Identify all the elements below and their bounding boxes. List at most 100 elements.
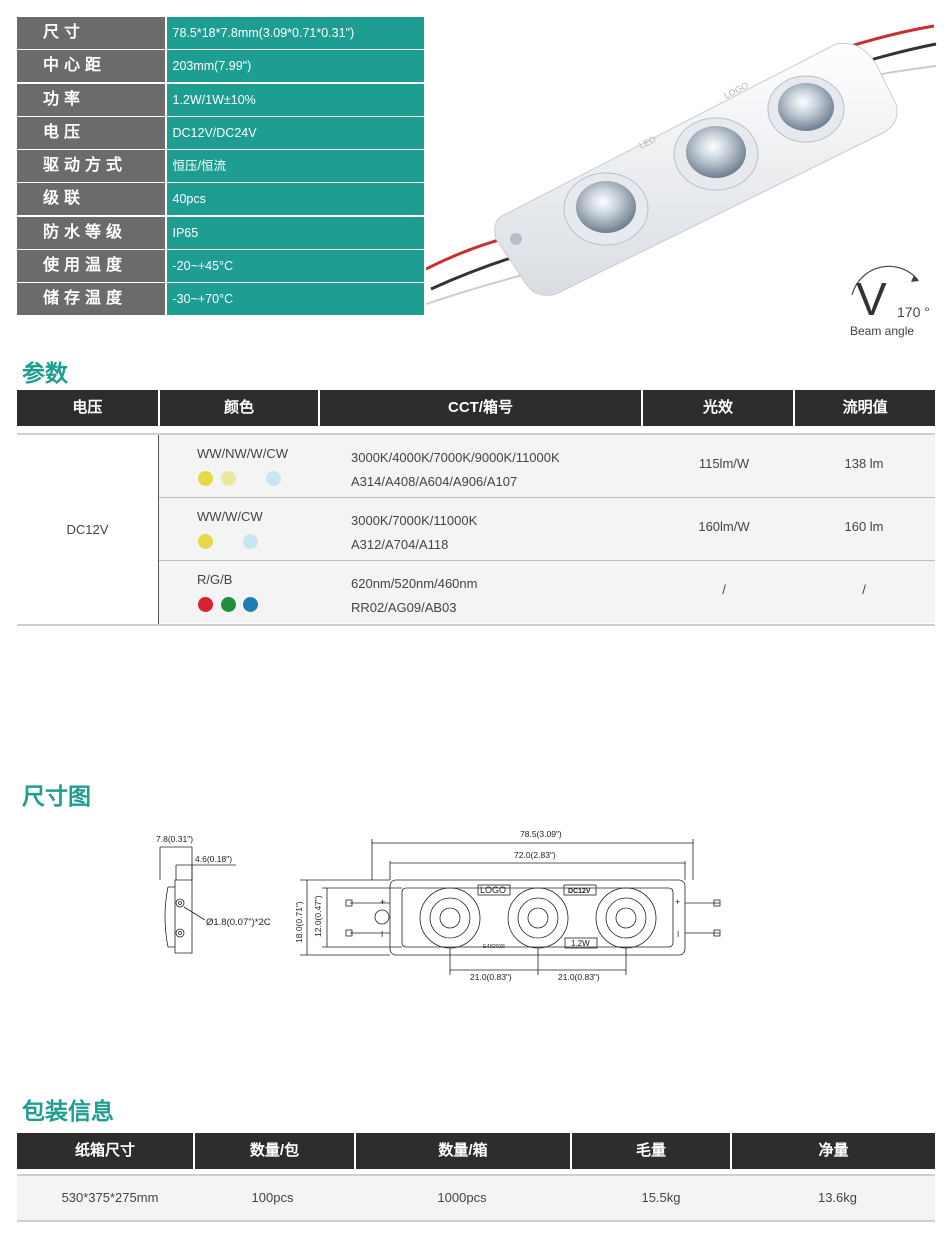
bin-value: RR02/AG09/AB03 — [351, 600, 457, 615]
spec-label: 储存温度 — [17, 283, 165, 316]
spec-value: 40pcs — [166, 183, 424, 216]
color-dot — [198, 471, 213, 486]
spec-value: DC12V/DC24V — [166, 116, 424, 149]
plus-mark: + — [675, 897, 680, 907]
bin-value: A312/A704/A118 — [351, 537, 449, 552]
dim-inner-height: 12.0(0.47") — [313, 895, 323, 937]
color-dot — [243, 597, 258, 612]
net-weight: 13.6kg — [817, 1190, 858, 1205]
spec-value: IP65 — [166, 216, 424, 249]
efficacy-value: 160lm/W — [698, 519, 750, 534]
dim-inner: 4.6(0.18") — [195, 854, 232, 864]
cct-value: 620nm/520nm/460nm — [351, 576, 478, 591]
color-name: WW/NW/W/CW — [197, 446, 288, 461]
spec-row: 储存温度-30~+70°C — [17, 283, 424, 316]
dimensions-title: 尺寸图 — [22, 783, 91, 809]
color-name: WW/W/CW — [197, 509, 263, 524]
header-cell: 纸箱尺寸 — [17, 1133, 193, 1169]
efficacy-value: 115lm/W — [698, 456, 750, 471]
efficacy-value: / — [722, 582, 726, 597]
qty-per-bag: 100pcs — [251, 1190, 294, 1205]
spec-label: 使用温度 — [17, 250, 165, 283]
header-cell: 毛量 — [572, 1133, 730, 1169]
power-tag: 1.2W — [571, 939, 590, 948]
spec-label: 驱动方式 — [17, 150, 165, 183]
table-row: 530*375*275mm 100pcs 1000pcs 15.5kg 13.6… — [17, 1174, 935, 1222]
color-name: R/G/B — [197, 572, 233, 587]
table-row: WW/W/CW 3000K/7000K/11000K A312/A704/A118… — [159, 498, 935, 561]
spec-value: 1.2W/1W±10% — [166, 83, 424, 116]
header-cell: 净量 — [732, 1133, 935, 1169]
voltage-cell: DC12V — [17, 435, 159, 624]
color-dot — [198, 597, 213, 612]
spec-value: -20~+45°C — [166, 250, 424, 283]
params-title: 参数 — [22, 360, 68, 386]
beam-degree: 170 ° — [897, 304, 930, 320]
dim-pitch-2: 21.0(0.83") — [558, 972, 600, 982]
spec-value: 78.5*18*7.8mm(3.09*0.71*0.31") — [166, 17, 424, 49]
params-table: 电压 颜色 CCT/箱号 光效 流明值 DC12V WW/NW/W/CW 300… — [17, 390, 935, 626]
color-dot — [220, 471, 236, 486]
dim-length: 78.5(3.09") — [520, 829, 562, 839]
dim-thickness: 7.8(0.31") — [156, 834, 193, 844]
color-dots — [198, 534, 266, 549]
dim-inner-length: 72.0(2.83") — [514, 850, 556, 860]
led-module-photo: LED LOGO — [426, 24, 937, 305]
spec-label: 尺寸 — [17, 17, 165, 49]
qty-per-carton: 1000pcs — [437, 1190, 487, 1205]
header-cell: CCT/箱号 — [320, 390, 641, 426]
packing-table: 纸箱尺寸 数量/包 数量/箱 毛量 净量 530*375*275mm 100pc… — [17, 1133, 935, 1222]
plus-mark: + — [380, 897, 385, 907]
spec-row: 驱动方式恒压/恒流 — [17, 150, 424, 183]
header-cell: 流明值 — [795, 390, 935, 426]
bin-value: A314/A408/A604/A906/A107 — [351, 474, 518, 489]
color-dot — [243, 471, 258, 486]
header-cell: 颜色 — [159, 390, 319, 426]
header-cell: 数量/箱 — [356, 1133, 570, 1169]
lumen-value: 160 lm — [844, 519, 884, 534]
spec-label: 防水等级 — [17, 216, 165, 249]
header-cell: 光效 — [642, 390, 794, 426]
dim-height: 18.0(0.71") — [294, 901, 304, 943]
spec-value: 203mm(7.99") — [166, 50, 424, 83]
spec-value: 恒压/恒流 — [166, 150, 424, 183]
minus-mark: I — [381, 930, 383, 939]
color-dots — [198, 597, 266, 612]
dim-pitch-1: 21.0(0.83") — [470, 972, 512, 982]
cct-value: 3000K/4000K/7000K/9000K/11000K — [351, 450, 560, 465]
params-body: DC12V WW/NW/W/CW 3000K/4000K/7000K/9000K… — [17, 433, 935, 626]
spec-label: 电压 — [17, 116, 165, 149]
carton-size: 530*375*275mm — [61, 1190, 159, 1205]
spec-label: 功率 — [17, 83, 165, 116]
color-dot — [243, 534, 258, 549]
spec-label: 中心距 — [17, 50, 165, 83]
lumen-value: / — [862, 582, 866, 597]
dim-hole: Ø1.8(0.07")*2C — [206, 917, 271, 928]
cert-code: E482026 — [483, 944, 505, 950]
spec-value: -30~+70°C — [166, 283, 424, 316]
beam-label: Beam angle — [850, 324, 915, 338]
color-dot — [220, 534, 236, 549]
cct-cell: 3000K/4000K/7000K/9000K/11000K A314/A408/… — [351, 446, 560, 494]
dimension-drawing: 7.8(0.31") 4.6(0.18") Ø1.8(0.07")*2C 78.… — [156, 829, 721, 982]
spec-row: 使用温度-20~+45°C — [17, 250, 424, 283]
logo-tag: LOGO — [480, 885, 506, 895]
color-dots — [198, 471, 288, 486]
params-header: 电压 颜色 CCT/箱号 光效 流明值 — [17, 390, 935, 426]
header-cell: 数量/包 — [195, 1133, 354, 1169]
cct-value: 3000K/7000K/11000K — [351, 513, 478, 528]
voltage-tag: DC12V — [568, 888, 591, 895]
spec-label: 级联 — [17, 183, 165, 216]
gross-weight: 15.5kg — [641, 1190, 681, 1205]
header-cell: 电压 — [17, 390, 158, 426]
beam-angle-icon — [851, 265, 919, 296]
minus-mark: I — [677, 930, 679, 939]
